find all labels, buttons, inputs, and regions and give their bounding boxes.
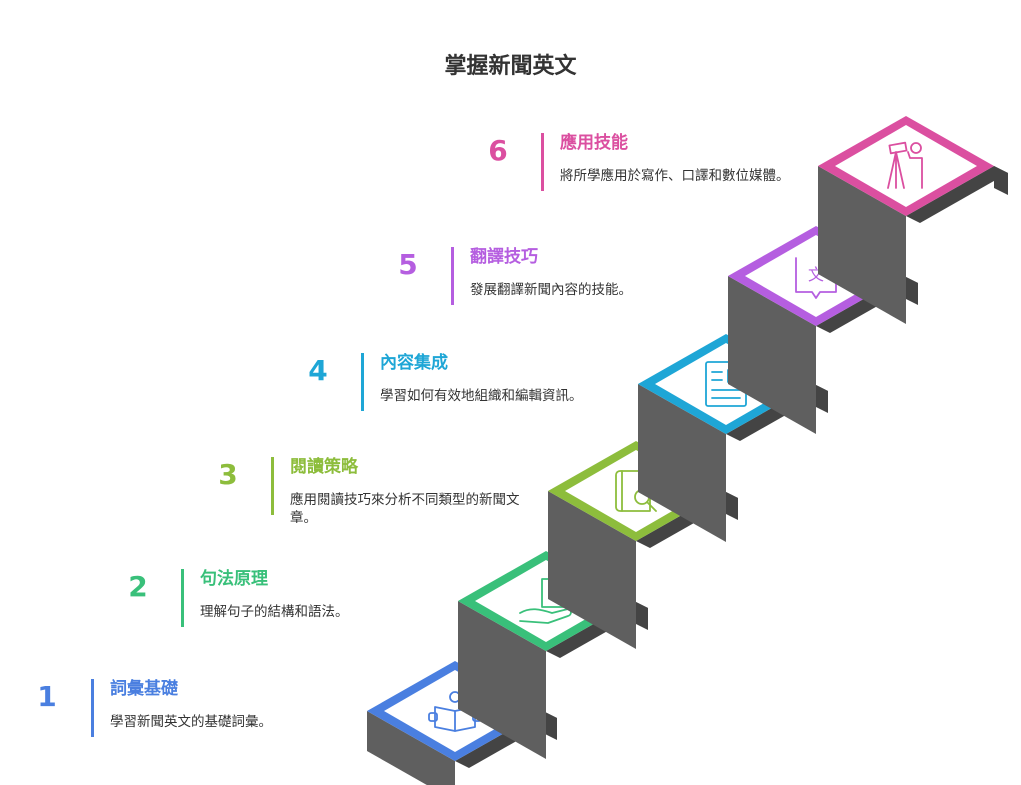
step-accent-bar <box>181 569 184 627</box>
step-tile-inner <box>835 125 977 207</box>
stair-side-face <box>814 384 828 413</box>
stair-front-face <box>818 166 906 324</box>
step-heading-2: 句法原理 <box>200 569 268 589</box>
reading-person-icon <box>428 691 482 732</box>
step-number-3: 3 <box>218 458 238 491</box>
book-magnifier-icon <box>615 470 657 512</box>
page-title: 掌握新聞英文 <box>444 54 577 79</box>
step-heading-6: 應用技能 <box>560 133 628 153</box>
stair-side-face <box>994 166 1008 195</box>
step-accent-bar <box>91 679 94 737</box>
step-number-1: 1 <box>37 680 57 713</box>
stair-side-face <box>634 601 648 630</box>
step-description-1: 學習新聞英文的基礎詞彙。 <box>110 714 272 730</box>
step-accent-bar <box>361 353 364 411</box>
step-description-3: 應用閱讀技巧來分析不同類型的新聞文章。 <box>290 492 520 526</box>
stair-front-face <box>458 601 546 759</box>
step-description-4: 學習如何有效地組織和編輯資訊。 <box>380 388 583 404</box>
step-number-4: 4 <box>308 354 328 387</box>
step-number-5: 5 <box>398 248 418 281</box>
stair-top-edge <box>906 166 1008 223</box>
step-heading-1: 詞彙基礎 <box>110 679 178 699</box>
step-description-2: 理解句子的結構和語法。 <box>200 604 349 620</box>
telescope-person-icon <box>887 141 923 189</box>
stair-front-face <box>548 491 636 649</box>
stair-front-face <box>728 276 816 434</box>
step-description-5: 發展翻譯新聞內容的技能。 <box>470 282 632 298</box>
stair-front-face <box>638 384 726 542</box>
step-number-2: 2 <box>128 570 148 603</box>
step-accent-bar <box>541 133 544 191</box>
stair-side-face <box>724 491 738 520</box>
step-accent-bar <box>451 247 454 305</box>
stair-side-face <box>543 711 557 740</box>
step-number-6: 6 <box>488 134 508 167</box>
stair-front-face <box>367 711 455 785</box>
stair-side-face <box>904 276 918 305</box>
step-accent-bar <box>271 457 274 515</box>
step-heading-3: 閱讀策略 <box>290 457 358 477</box>
step-heading-5: 翻譯技巧 <box>470 247 538 267</box>
step-heading-4: 內容集成 <box>380 353 448 373</box>
step-description-6: 將所學應用於寫作、口譯和數位媒體。 <box>560 168 790 184</box>
stair-step-6 <box>818 116 1008 324</box>
